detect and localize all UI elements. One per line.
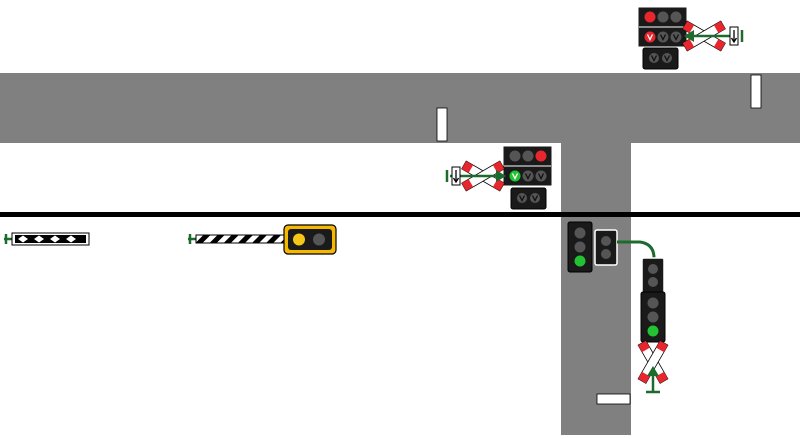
off-lamp [648, 264, 658, 274]
red-arrow-lamp [644, 31, 656, 43]
junction-repeater-signal [594, 229, 618, 266]
off-lamp [647, 297, 659, 309]
direction-arrow-icon [445, 166, 506, 186]
off-arrow-lamp [535, 170, 547, 182]
junction-main-signal [567, 221, 593, 273]
off-arrow-lamp [657, 31, 669, 43]
off-lamp [313, 233, 325, 246]
direction-arrow-icon [646, 366, 660, 394]
checkered-board-icon [4, 232, 90, 246]
direction-arrow-icon [684, 26, 744, 46]
signal-cable [617, 240, 656, 259]
off-lamp [657, 11, 669, 23]
level-crossing-signal [283, 224, 337, 255]
off-lamp [647, 311, 659, 323]
off-lamp [509, 150, 521, 162]
vertical-road [561, 143, 631, 435]
off-lamp [574, 241, 586, 253]
red-lamp [535, 150, 547, 162]
stop-line-marking [750, 74, 762, 109]
off-lamp [601, 236, 611, 246]
saint-andrews-cross-icon [637, 340, 669, 384]
off-lamp [574, 227, 586, 239]
north-crossing-signal [637, 6, 688, 70]
off-lamp [670, 11, 682, 23]
side-main-signal [640, 291, 666, 343]
off-lamp [648, 277, 658, 287]
off-lamp [522, 150, 534, 162]
side-repeater-signal [641, 257, 665, 294]
stop-line-marking [596, 393, 631, 405]
barrier-arm-icon [188, 234, 285, 244]
railway-track [0, 212, 800, 217]
off-arrow-lamp [670, 31, 682, 43]
green-arrow-lamp [509, 170, 521, 182]
off-lamp [601, 249, 611, 259]
center-crossing-signal [502, 145, 553, 210]
amber-lamp [293, 233, 305, 246]
horizontal-road [0, 73, 800, 143]
off-arrow-lamp [522, 170, 534, 182]
stop-line-marking [436, 107, 448, 142]
green-lamp [647, 325, 659, 337]
red-lamp [644, 11, 656, 23]
green-lamp [574, 255, 586, 267]
